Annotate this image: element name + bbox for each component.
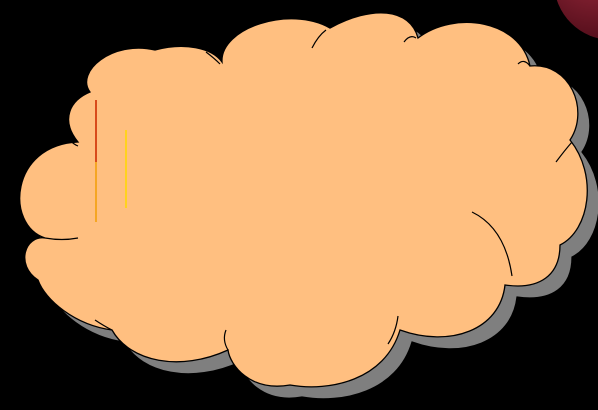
corner-circle-shape bbox=[554, 0, 598, 40]
